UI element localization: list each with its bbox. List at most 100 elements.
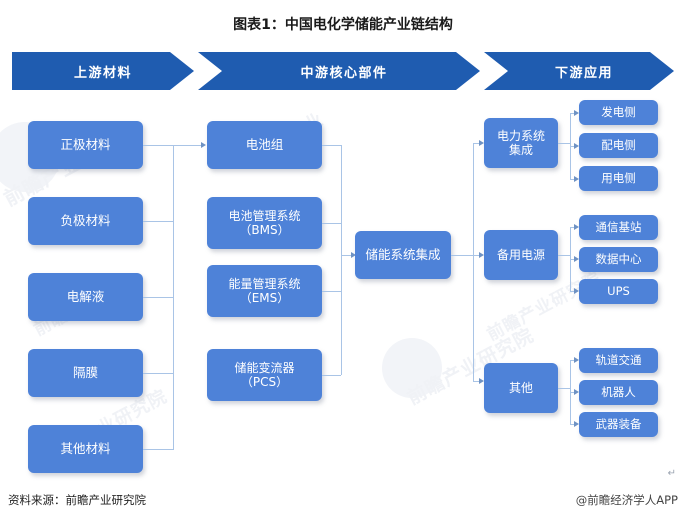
- node-upstream-2[interactable]: 电解液: [28, 273, 143, 321]
- connector-group-1-out: [558, 255, 570, 256]
- node-label: UPS: [607, 283, 630, 298]
- node-downstream-group-1[interactable]: 备用电源: [484, 230, 558, 280]
- connector-upstream-bus: [173, 145, 174, 450]
- node-label: 电解液: [66, 288, 105, 304]
- connector-upstream-4: [143, 449, 173, 450]
- connector-group-2-child-0: [570, 360, 576, 361]
- node-label: 隔膜: [72, 364, 98, 380]
- arrow-group-1-child-1: [574, 255, 579, 262]
- node-label-line1: 储能变流器: [234, 360, 295, 375]
- node-label-line1: 其他: [508, 380, 533, 395]
- pilcrow-mark: ↵: [667, 468, 676, 479]
- arrow-group-0-child-2: [574, 175, 579, 182]
- arrow-to-group-2: [479, 377, 484, 384]
- node-downstream-group-0[interactable]: 电力系统 集成: [484, 118, 558, 168]
- node-label: 武器装备: [595, 416, 642, 431]
- stage-label-downstream: 下游应用: [554, 65, 613, 81]
- chart-title: 图表1：中国电化学储能产业链结构: [233, 17, 453, 33]
- node-label: 机器人: [601, 384, 636, 399]
- node-downstream-0-child-1[interactable]: 配电侧: [579, 133, 658, 158]
- connector-midstream-to-integration: [341, 255, 353, 256]
- node-downstream-2-child-0[interactable]: 轨道交通: [579, 348, 658, 373]
- node-label: 通信基站: [595, 219, 642, 234]
- node-midstream-2[interactable]: 能量管理系统 （EMS）: [207, 265, 322, 317]
- node-midstream-0[interactable]: 电池组: [207, 121, 322, 169]
- connector-upstream-1: [143, 221, 173, 222]
- connector-to-group-0: [473, 143, 481, 144]
- connector-midstream-bus: [341, 145, 342, 375]
- arrow-to-group-0: [479, 139, 484, 146]
- node-downstream-1-child-1[interactable]: 数据中心: [579, 247, 658, 272]
- arrow-group-2-child-2: [574, 420, 579, 427]
- arrow-group-2-child-1: [574, 388, 579, 395]
- node-label-line1: 备用电源: [496, 247, 545, 262]
- node-label-line2: （EMS）: [239, 291, 290, 305]
- node-label: 其他材料: [60, 440, 111, 456]
- node-label-line1: 能量管理系统: [228, 276, 301, 291]
- stage-chevron-downstream[interactable]: 下游应用: [484, 52, 674, 90]
- stage-band: 上游材料 中游核心部件 下游应用: [12, 52, 674, 90]
- node-label: 数据中心: [595, 251, 642, 266]
- node-midstream-1[interactable]: 电池管理系统 （BMS）: [207, 197, 322, 249]
- node-downstream-1-child-0[interactable]: 通信基站: [579, 215, 658, 240]
- connector-to-group-2: [473, 381, 481, 382]
- connector-group-1-child-0: [570, 227, 576, 228]
- connector-group-2-out: [558, 388, 570, 389]
- arrow-midstream-to-integration: [351, 251, 356, 258]
- node-label: 正极材料: [60, 136, 111, 152]
- node-midstream-3[interactable]: 储能变流器 （PCS）: [207, 349, 322, 401]
- arrow-group-1-child-2: [574, 287, 579, 294]
- node-label: 负极材料: [60, 212, 111, 228]
- node-downstream-2-child-1[interactable]: 机器人: [579, 380, 658, 405]
- node-downstream-2-child-2[interactable]: 武器装备: [579, 412, 658, 437]
- connector-group-0-child-1: [570, 146, 576, 147]
- node-label-line1: 电池组: [245, 136, 284, 152]
- node-downstream-0-child-2[interactable]: 用电侧: [579, 166, 658, 191]
- node-label: 储能系统集成: [365, 246, 441, 262]
- connector-upstream-to-midstream: [173, 145, 203, 146]
- watermark-circle-center: [382, 338, 442, 398]
- node-label-line1: 电池管理系统: [228, 208, 301, 223]
- connector-midstream-2: [322, 291, 341, 292]
- node-upstream-0[interactable]: 正极材料: [28, 121, 143, 169]
- node-label: 发电侧: [601, 104, 636, 119]
- node-label-line2: （PCS）: [240, 375, 289, 389]
- node-upstream-3[interactable]: 隔膜: [28, 349, 143, 397]
- node-downstream-group-2[interactable]: 其他: [484, 363, 558, 413]
- arrow-group-1-child-0: [574, 223, 579, 230]
- stage-chevron-midstream[interactable]: 中游核心部件: [198, 52, 480, 90]
- arrow-upstream-to-midstream: [201, 141, 206, 148]
- node-label-line2: 集成: [508, 143, 533, 157]
- node-label: 用电侧: [601, 170, 636, 185]
- connector-group-2-child-1: [570, 392, 576, 393]
- stage-label-upstream: 上游材料: [73, 65, 132, 81]
- node-downstream-1-child-2[interactable]: UPS: [579, 279, 658, 304]
- node-label-line1: 电力系统: [496, 128, 545, 143]
- source-note: 资料来源：前瞻产业研究院: [8, 493, 146, 507]
- connector-upstream-2: [143, 297, 173, 298]
- arrow-group-0-child-0: [574, 109, 579, 116]
- arrow-to-group-1: [479, 251, 484, 258]
- connector-midstream-0: [322, 145, 341, 146]
- node-downstream-0-child-0[interactable]: 发电侧: [579, 100, 658, 125]
- node-label: 轨道交通: [595, 352, 642, 367]
- arrow-group-2-child-0: [574, 356, 579, 363]
- connector-to-group-1: [473, 255, 481, 256]
- node-upstream-4[interactable]: 其他材料: [28, 425, 143, 473]
- connector-group-0-child-2: [570, 179, 576, 180]
- connector-midstream-1: [322, 223, 341, 224]
- connector-group-0-out: [558, 143, 570, 144]
- connector-downstream-bus: [473, 143, 474, 381]
- connector-group-1-child-1: [570, 259, 576, 260]
- arrow-group-0-child-1: [574, 142, 579, 149]
- connector-upstream-0: [143, 145, 173, 146]
- node-label-line2: （BMS）: [239, 223, 290, 237]
- connector-group-2-child-2: [570, 424, 576, 425]
- node-upstream-1[interactable]: 负极材料: [28, 197, 143, 245]
- stage-chevron-upstream[interactable]: 上游材料: [12, 52, 194, 90]
- connector-midstream-3: [322, 375, 341, 376]
- connector-group-0-child-0: [570, 113, 576, 114]
- node-integration[interactable]: 储能系统集成: [355, 231, 451, 279]
- connector-group-1-child-2: [570, 291, 576, 292]
- node-label: 配电侧: [601, 137, 636, 152]
